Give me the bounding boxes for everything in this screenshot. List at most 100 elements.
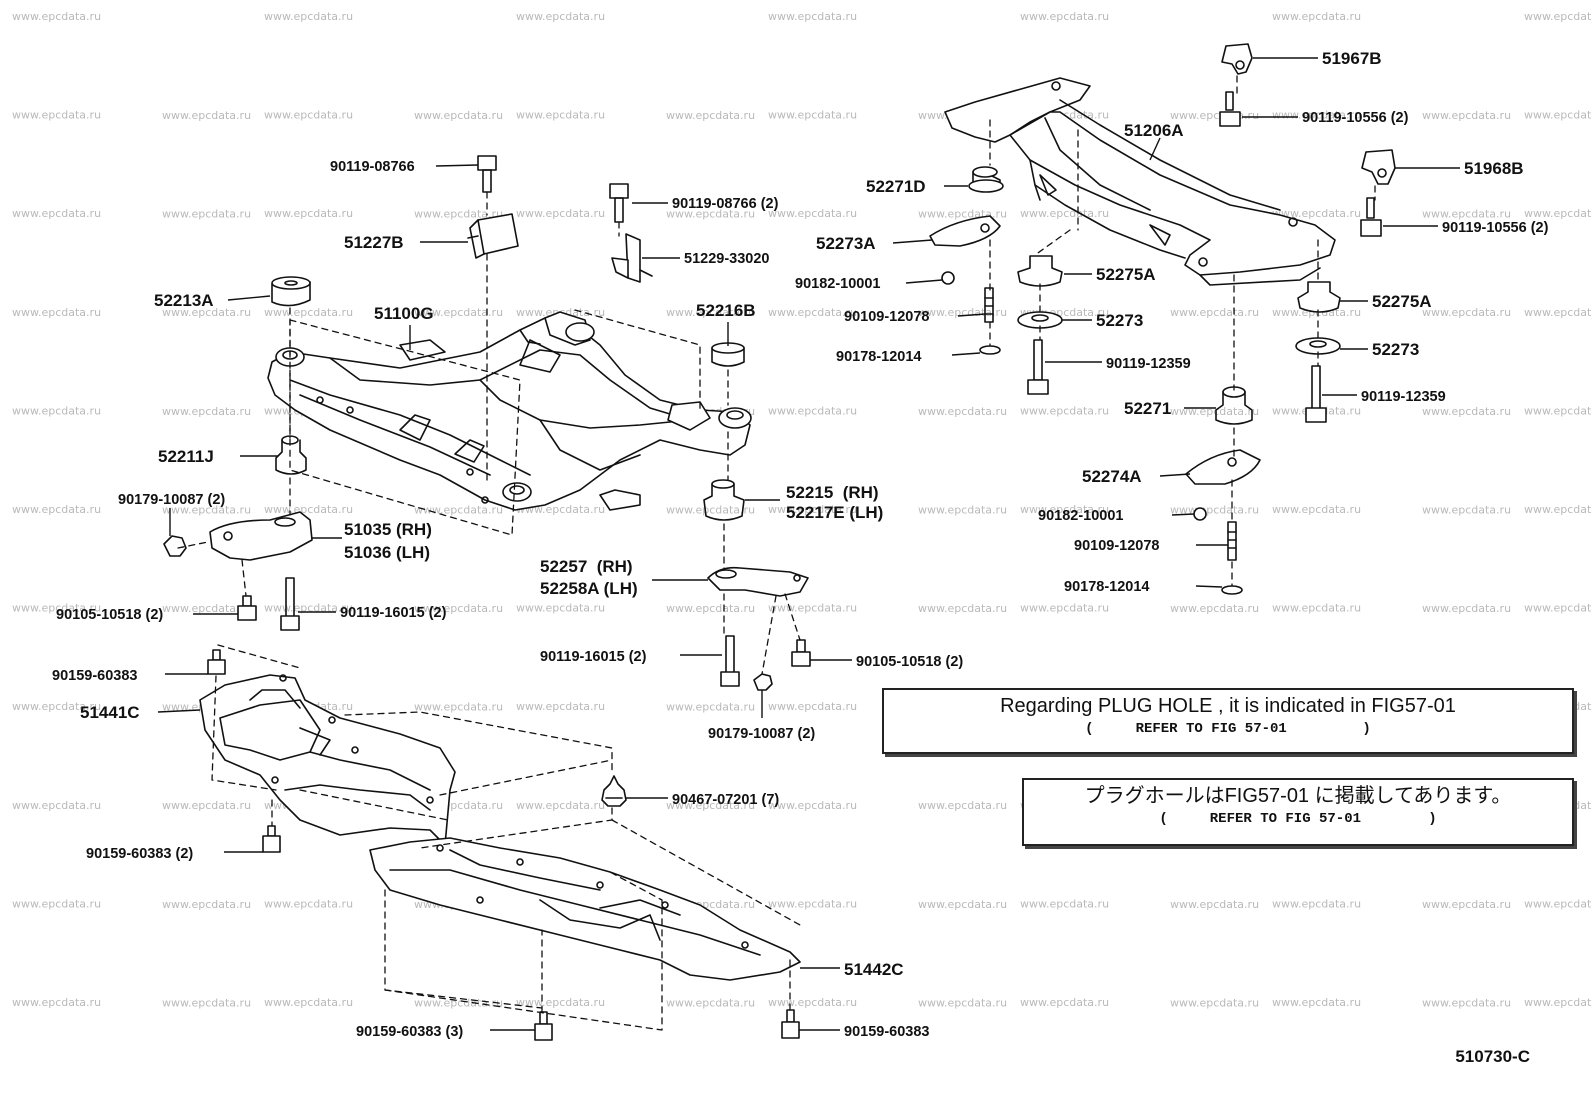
stud-90109-12078-a <box>984 287 994 323</box>
label-52258A: 52258A (LH) <box>540 579 638 598</box>
under-cover-51442C <box>369 837 801 981</box>
watermark-text: www.epcdata.ru <box>1524 207 1592 220</box>
watermark-text: www.epcdata.ru <box>264 10 353 23</box>
watermark-text: www.epcdata.ru <box>1422 109 1511 122</box>
watermark-text: www.epcdata.ru <box>516 10 605 23</box>
watermark-text: www.epcdata.ru <box>666 503 755 516</box>
bolt-90159-60383-d <box>781 1009 800 1039</box>
label-52274A: 52274A <box>1082 467 1142 486</box>
label-90119-08766-a: 90119-08766 <box>330 159 415 175</box>
watermark-text: www.epcdata.ru <box>414 503 503 516</box>
watermark-text: www.epcdata.ru <box>1422 602 1511 615</box>
watermark-text: www.epcdata.ru <box>666 109 755 122</box>
label-52273-a: 52273 <box>1096 311 1143 330</box>
watermark-text: www.epcdata.ru <box>1524 897 1592 910</box>
under-cover-51441C <box>199 674 456 846</box>
watermark-text: www.epcdata.ru <box>1272 996 1361 1009</box>
watermark-text: www.epcdata.ru <box>1524 10 1592 23</box>
watermark-text: www.epcdata.ru <box>1170 602 1259 615</box>
watermark-text: www.epcdata.ru <box>1020 996 1109 1009</box>
watermark-text: www.epcdata.ru <box>1524 109 1592 122</box>
watermark-text: www.epcdata.ru <box>516 700 605 713</box>
watermark-text: www.epcdata.ru <box>918 996 1007 1009</box>
watermark-text: www.epcdata.ru <box>264 897 353 910</box>
watermark-text: www.epcdata.ru <box>1020 602 1109 615</box>
label-90119-12359-a: 90119-12359 <box>1106 356 1191 372</box>
diagram-code: 510730-C <box>1455 1047 1530 1066</box>
label-90159-60383-c: 90159-60383 (3) <box>356 1024 463 1040</box>
label-52273A: 52273A <box>816 234 876 253</box>
label-52275A-b: 52275A <box>1372 292 1432 311</box>
nut-90179-10087-a <box>163 535 187 557</box>
watermark-text: www.epcdata.ru <box>1020 207 1109 220</box>
watermark-text: www.epcdata.ru <box>1170 405 1259 418</box>
label-90109-12078-b: 90109-12078 <box>1074 538 1159 554</box>
label-51968B: 51968B <box>1464 159 1524 178</box>
watermark-text: www.epcdata.ru <box>516 109 605 122</box>
watermark-text: www.epcdata.ru <box>12 404 101 417</box>
label-51035: 51035 (RH) <box>344 520 432 539</box>
watermark-text: www.epcdata.ru <box>768 109 857 122</box>
label-90467-07201: 90467-07201 (7) <box>672 792 779 808</box>
label-90182-10001-b: 90182-10001 <box>1038 508 1123 524</box>
watermark-text: www.epcdata.ru <box>666 799 755 812</box>
watermark-text: www.epcdata.ru <box>414 701 503 714</box>
label-90105-10518-b: 90105-10518 (2) <box>856 654 963 670</box>
label-52257: 52257 (RH) <box>540 557 633 576</box>
rear-crossmember <box>944 77 1336 286</box>
watermark-text: www.epcdata.ru <box>1020 10 1109 23</box>
watermark-text: www.epcdata.ru <box>666 208 755 221</box>
watermark-text: www.epcdata.ru <box>1524 306 1592 319</box>
bracket-51968B <box>1361 149 1396 185</box>
watermark-text: www.epcdata.ru <box>768 207 857 220</box>
watermark-text: www.epcdata.ru <box>1272 207 1361 220</box>
label-51442C: 51442C <box>844 960 904 979</box>
watermark-text: www.epcdata.ru <box>1272 109 1361 122</box>
bolt-90119-08766-b <box>609 183 629 223</box>
watermark-text: www.epcdata.ru <box>768 404 857 417</box>
watermark-text: www.epcdata.ru <box>516 799 605 812</box>
label-52275A-a: 52275A <box>1096 265 1156 284</box>
label-90119-10556-a: 90119-10556 (2) <box>1302 110 1409 126</box>
stud-90109-12078-b <box>1227 521 1237 561</box>
bolt-90119-10556-b <box>1360 197 1382 237</box>
washer-90178-12014-b <box>1221 585 1243 595</box>
bracket-51035 <box>209 511 313 561</box>
watermark-text: www.epcdata.ru <box>12 109 101 122</box>
watermark-text: www.epcdata.ru <box>516 602 605 615</box>
watermark-text: www.epcdata.ru <box>12 700 101 713</box>
watermark-text: www.epcdata.ru <box>768 306 857 319</box>
label-51206A: 51206A <box>1124 121 1184 140</box>
watermark-text: www.epcdata.ru <box>264 503 353 516</box>
watermark-text: www.epcdata.ru <box>1170 503 1259 516</box>
watermark-text: www.epcdata.ru <box>516 996 605 1009</box>
watermark-text: www.epcdata.ru <box>1422 306 1511 319</box>
bolt-90119-16015-b <box>720 635 740 687</box>
watermark-text: www.epcdata.ru <box>918 898 1007 911</box>
label-52211J: 52211J <box>158 447 214 466</box>
watermark-text: www.epcdata.ru <box>768 996 857 1009</box>
label-52271: 52271 <box>1124 399 1171 418</box>
label-90119-12359-b: 90119-12359 <box>1361 389 1446 405</box>
note-plug-hole-japanese: プラグホールはFIG57-01 に掲載してあります。 ( REFER TO FI… <box>1022 778 1574 846</box>
cushion-52216B <box>711 342 745 367</box>
label-90105-10518-a: 90105-10518 (2) <box>56 607 163 623</box>
watermark-text: www.epcdata.ru <box>918 405 1007 418</box>
watermark-text: www.epcdata.ru <box>1272 602 1361 615</box>
watermark-text: www.epcdata.ru <box>768 799 857 812</box>
note-plug-hole-japanese-refer: ( REFER TO FIG 57-01 ) <box>1159 811 1437 827</box>
washer-90178-12014-a <box>979 345 1001 355</box>
watermark-text: www.epcdata.ru <box>918 503 1007 516</box>
cushion-52211J <box>275 435 307 475</box>
label-52216B: 52216B <box>696 301 756 320</box>
watermark-text: www.epcdata.ru <box>1020 404 1109 417</box>
watermark-text: www.epcdata.ru <box>918 602 1007 615</box>
watermark-text: www.epcdata.ru <box>1422 503 1511 516</box>
nut-90182-10001-a <box>941 271 955 285</box>
label-90119-10556-b: 90119-10556 (2) <box>1442 220 1549 236</box>
bracket-52273A <box>929 215 1001 247</box>
note-plug-hole-english-text: Regarding PLUG HOLE , it is indicated in… <box>1000 695 1456 717</box>
watermark-text: www.epcdata.ru <box>162 405 251 418</box>
watermark-text: www.epcdata.ru <box>666 996 755 1009</box>
